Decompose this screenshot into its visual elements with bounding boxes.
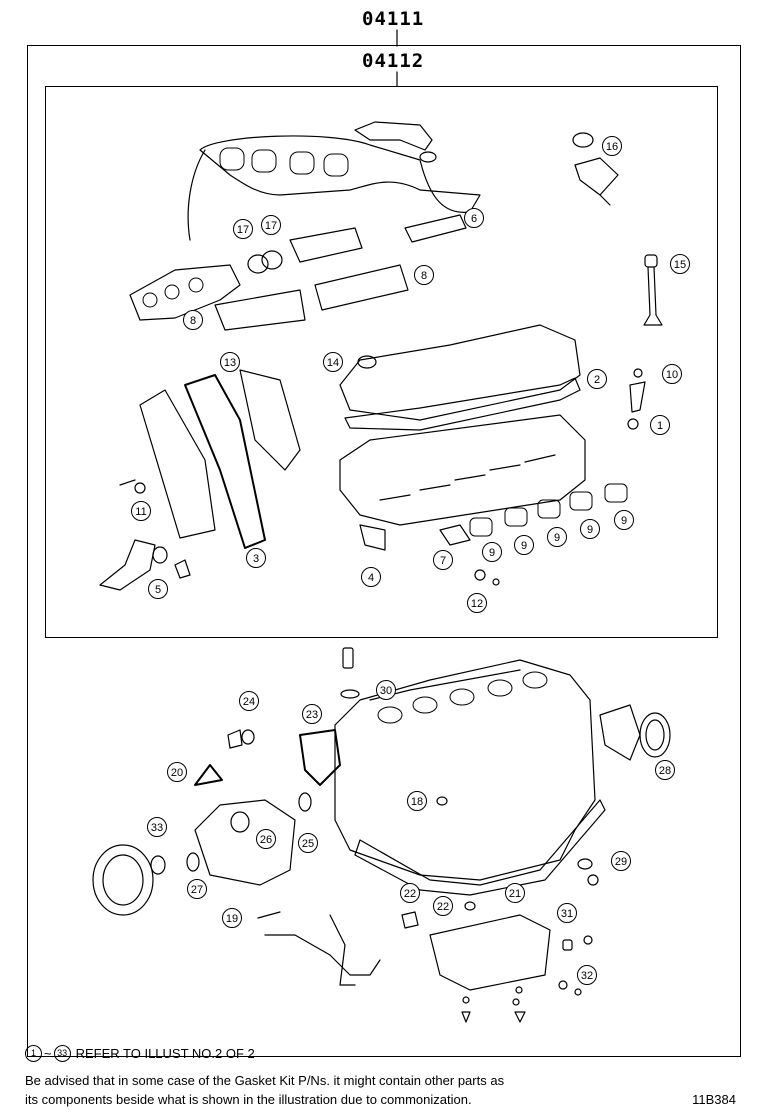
part-callout-16: 16 <box>602 136 622 156</box>
part-callout-9: 9 <box>547 527 567 547</box>
part-callout-23: 23 <box>302 704 322 724</box>
kit-number: 04111 <box>362 8 425 30</box>
part-callout-24: 24 <box>239 691 259 711</box>
part-callout-5: 5 <box>148 579 168 599</box>
part-callout-30: 30 <box>376 680 396 700</box>
part-callout-12: 12 <box>467 593 487 613</box>
part-callout-10: 10 <box>662 364 682 384</box>
part-callout-7: 7 <box>433 550 453 570</box>
kit-inner-frame <box>45 86 718 638</box>
part-callout-14: 14 <box>323 352 343 372</box>
part-callout-17: 17 <box>261 215 281 235</box>
part-callout-3: 3 <box>246 548 266 568</box>
part-callout-11: 11 <box>131 501 151 521</box>
refer-note: 1 ~ 33 REFER TO ILLUST NO.2 OF 2 <box>25 1045 255 1062</box>
part-callout-26: 26 <box>256 829 276 849</box>
part-callout-21: 21 <box>505 883 525 903</box>
part-callout-8: 8 <box>183 310 203 330</box>
range-start-badge: 1 <box>25 1045 42 1062</box>
part-callout-2: 2 <box>587 369 607 389</box>
advisory-line-1: Be advised that in some case of the Gask… <box>25 1073 505 1088</box>
part-callout-20: 20 <box>167 762 187 782</box>
sub-kit-number: 04112 <box>362 50 425 72</box>
part-callout-28: 28 <box>655 760 675 780</box>
part-callout-33: 33 <box>147 817 167 837</box>
part-callout-9: 9 <box>514 535 534 555</box>
kit-outer-frame <box>27 45 741 1057</box>
part-callout-6: 6 <box>464 208 484 228</box>
part-callout-22: 22 <box>400 883 420 903</box>
part-callout-9: 9 <box>580 519 600 539</box>
refer-note-text: REFER TO ILLUST NO.2 OF 2 <box>75 1046 255 1061</box>
part-callout-18: 18 <box>407 791 427 811</box>
illustration-code: 11B384 <box>692 1092 736 1107</box>
part-callout-4: 4 <box>361 567 381 587</box>
part-callout-8: 8 <box>414 265 434 285</box>
part-callout-31: 31 <box>557 903 577 923</box>
part-callout-25: 25 <box>298 833 318 853</box>
part-callout-1: 1 <box>650 415 670 435</box>
range-tilde: ~ <box>44 1046 52 1061</box>
range-end-badge: 33 <box>53 1045 71 1062</box>
advisory-line-2: its components beside what is shown in t… <box>25 1092 472 1107</box>
part-callout-27: 27 <box>187 879 207 899</box>
part-callout-15: 15 <box>670 254 690 274</box>
part-callout-22: 22 <box>433 896 453 916</box>
part-callout-9: 9 <box>614 510 634 530</box>
part-callout-9: 9 <box>482 542 502 562</box>
part-callout-17: 17 <box>233 219 253 239</box>
part-callout-32: 32 <box>577 965 597 985</box>
part-callout-19: 19 <box>222 908 242 928</box>
part-callout-13: 13 <box>220 352 240 372</box>
part-callout-29: 29 <box>611 851 631 871</box>
